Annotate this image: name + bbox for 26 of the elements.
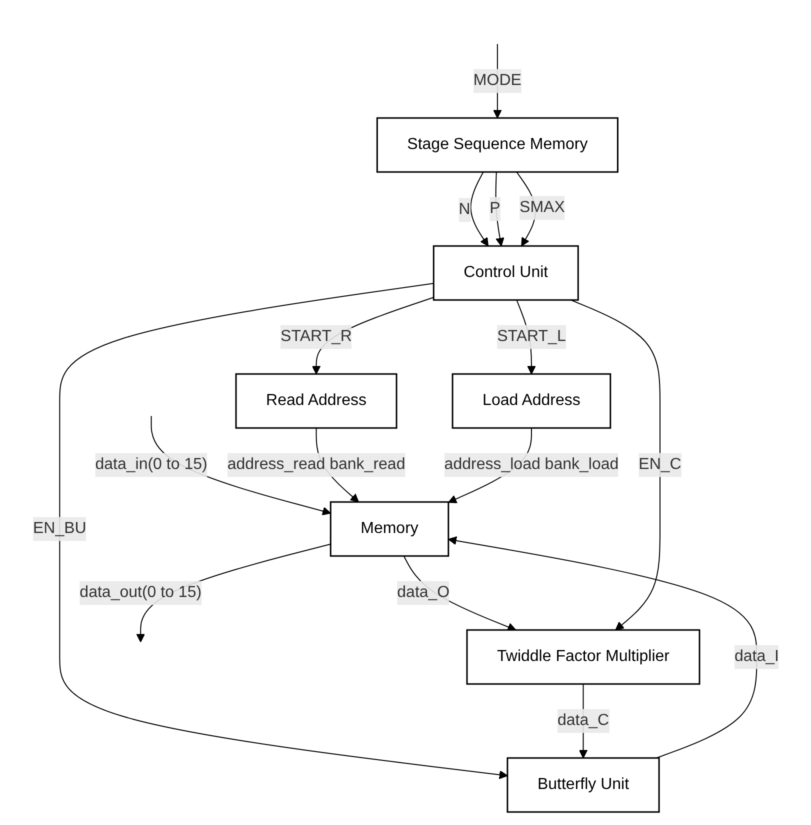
node-box: Twiddle Factor Multiplier — [466, 628, 700, 684]
node-box: Memory — [329, 500, 449, 556]
arrow — [494, 171, 504, 246]
edge-label: START_R — [280, 328, 352, 344]
edge-label: address_read bank_read — [226, 456, 405, 472]
edge-label: START_L — [496, 328, 566, 344]
edge-label: data_I — [734, 648, 778, 664]
edge-label: address_load bank_load — [444, 456, 618, 472]
node-box: Control Unit — [432, 244, 578, 300]
edge-label: data_in(0 to 15) — [94, 456, 207, 472]
node-box: Read Address — [234, 372, 397, 428]
edge-label: N — [458, 200, 470, 218]
edge-label: data_out(0 to 15) — [79, 584, 202, 600]
edge-label: P — [489, 200, 500, 216]
edge-label: EN_C — [638, 456, 681, 472]
node-box: Load Address — [451, 372, 611, 428]
node-box: Stage Sequence Memory — [376, 116, 618, 172]
edge-label: MODE — [472, 72, 521, 88]
edge-label: EN_BU — [32, 520, 86, 536]
arrow — [58, 282, 508, 779]
arrow — [470, 171, 488, 246]
edge-label: SMAX — [519, 198, 564, 216]
edge-label: data_C — [556, 712, 609, 728]
arrow — [570, 299, 660, 630]
node-box: Butterfly Unit — [506, 756, 660, 812]
edge-label: data_O — [396, 584, 450, 600]
